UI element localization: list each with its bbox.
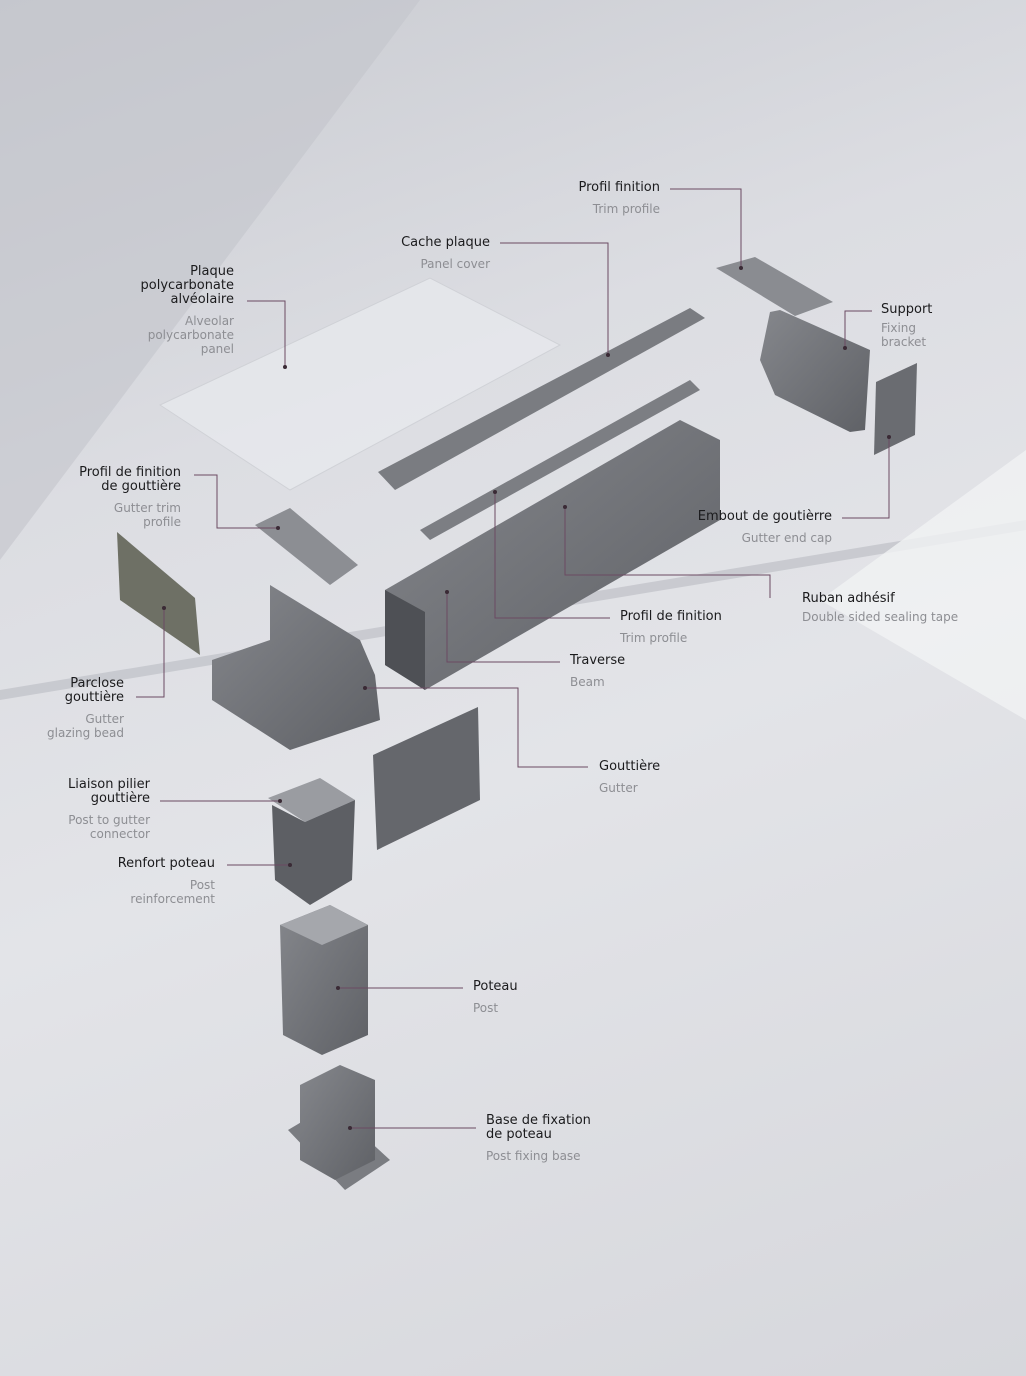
connector-part	[268, 778, 355, 822]
leader-dots	[162, 266, 891, 1130]
gutter-trim-part	[255, 508, 358, 585]
trim-profile-part	[716, 257, 833, 316]
reinforcement-part	[272, 800, 355, 905]
post-part	[280, 905, 368, 1055]
base-sleeve	[300, 1065, 375, 1180]
leader-lines	[136, 188, 890, 1129]
post-top	[280, 905, 368, 945]
gutter-part	[212, 585, 380, 750]
glazing-bead-part	[117, 532, 200, 655]
gutter-end-cap-part	[874, 363, 917, 455]
trim-profile-2-part	[420, 380, 700, 540]
gutter-side-plate	[373, 707, 480, 850]
light-patch	[820, 450, 1026, 720]
polycarbonate-panel	[158, 277, 562, 491]
panel-cover-part	[378, 308, 705, 490]
beam-part	[385, 420, 720, 690]
beam-end	[385, 590, 425, 690]
background-shadow	[0, 0, 420, 560]
fixing-bracket-part	[760, 310, 870, 432]
